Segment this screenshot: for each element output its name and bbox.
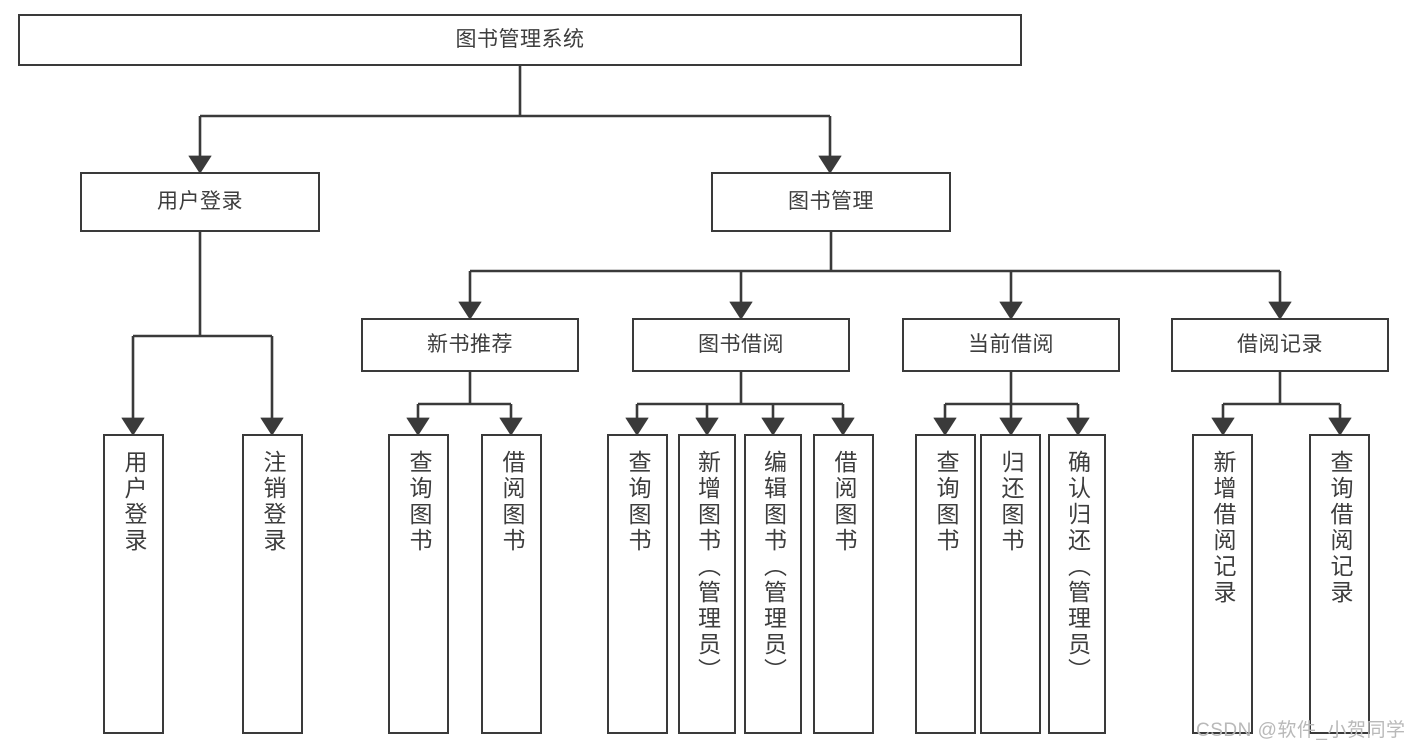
node-leaf-borrow-book-1[interactable]: 借阅图书 (481, 434, 542, 734)
node-leaf-query-book-2[interactable]: 查询图书 (607, 434, 668, 734)
node-book-manage-label: 图书管理 (788, 189, 874, 213)
node-root[interactable]: 图书管理系统 (18, 14, 1022, 66)
node-current-borrow[interactable]: 当前借阅 (902, 318, 1120, 372)
node-leaf-logout-label: 注销登录 (260, 450, 286, 554)
node-leaf-confirm-return-label: 确认归还（管理员） (1064, 450, 1091, 684)
node-book-manage[interactable]: 图书管理 (711, 172, 951, 232)
node-leaf-query-book-3-label: 查询图书 (933, 450, 959, 554)
node-user-login[interactable]: 用户登录 (80, 172, 320, 232)
node-root-label: 图书管理系统 (455, 27, 585, 51)
node-current-borrow-label: 当前借阅 (968, 332, 1054, 356)
node-leaf-query-book-1[interactable]: 查询图书 (388, 434, 449, 734)
node-leaf-add-book[interactable]: 新增图书（管理员） (678, 434, 736, 734)
node-leaf-edit-book-label: 编辑图书（管理员） (760, 450, 787, 684)
node-leaf-query-book-1-label: 查询图书 (406, 450, 432, 554)
node-leaf-query-record[interactable]: 查询借阅记录 (1309, 434, 1370, 734)
node-user-login-label: 用户登录 (157, 189, 243, 213)
node-leaf-add-record[interactable]: 新增借阅记录 (1192, 434, 1253, 734)
node-leaf-return-book[interactable]: 归还图书 (980, 434, 1041, 734)
node-leaf-query-book-3[interactable]: 查询图书 (915, 434, 976, 734)
node-book-borrow-label: 图书借阅 (698, 332, 784, 356)
node-leaf-borrow-book-2[interactable]: 借阅图书 (813, 434, 874, 734)
node-leaf-user-login-label: 用户登录 (121, 450, 147, 554)
node-leaf-confirm-return[interactable]: 确认归还（管理员） (1048, 434, 1106, 734)
node-leaf-logout[interactable]: 注销登录 (242, 434, 303, 734)
node-leaf-borrow-book-1-label: 借阅图书 (499, 450, 525, 554)
node-leaf-add-record-label: 新增借阅记录 (1210, 450, 1236, 606)
node-leaf-add-book-label: 新增图书（管理员） (694, 450, 721, 684)
node-leaf-user-login[interactable]: 用户登录 (103, 434, 164, 734)
node-new-book-rec[interactable]: 新书推荐 (361, 318, 579, 372)
node-new-book-rec-label: 新书推荐 (427, 332, 513, 356)
node-leaf-query-record-label: 查询借阅记录 (1327, 450, 1353, 606)
node-leaf-borrow-book-2-label: 借阅图书 (831, 450, 857, 554)
node-borrow-record[interactable]: 借阅记录 (1171, 318, 1389, 372)
node-leaf-query-book-2-label: 查询图书 (625, 450, 651, 554)
node-book-borrow[interactable]: 图书借阅 (632, 318, 850, 372)
node-borrow-record-label: 借阅记录 (1237, 332, 1323, 356)
node-leaf-edit-book[interactable]: 编辑图书（管理员） (744, 434, 802, 734)
csdn-watermark: CSDN @软件_小贺同学 (1196, 720, 1405, 741)
node-leaf-return-book-label: 归还图书 (998, 450, 1024, 554)
